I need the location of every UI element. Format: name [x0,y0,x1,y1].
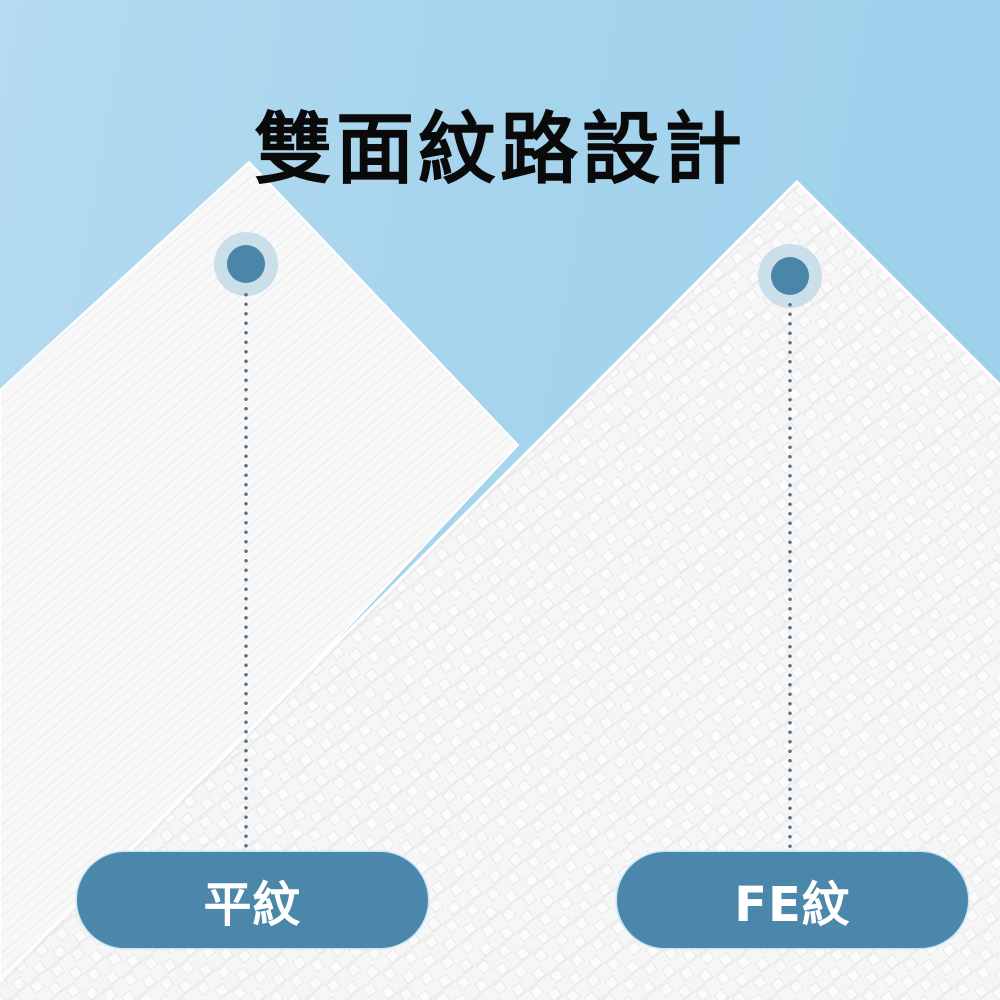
fe-texture-label: FE紋 [734,877,851,933]
plain-texture-label: 平紋 [203,877,302,933]
fe-texture-panel [0,182,1000,1000]
fe-texture-label-pill: FE紋 [617,852,968,948]
dotted-connector-line [244,290,248,850]
dotted-connector-line [788,300,792,850]
page-title: 雙面紋路設計 [253,105,746,195]
circle-marker-icon [214,232,278,296]
marker-core [771,257,809,295]
marker-core [227,245,265,283]
plain-texture-label-pill: 平紋 [77,852,428,948]
plain-texture-panel [0,162,518,1000]
circle-marker-icon [758,244,822,308]
